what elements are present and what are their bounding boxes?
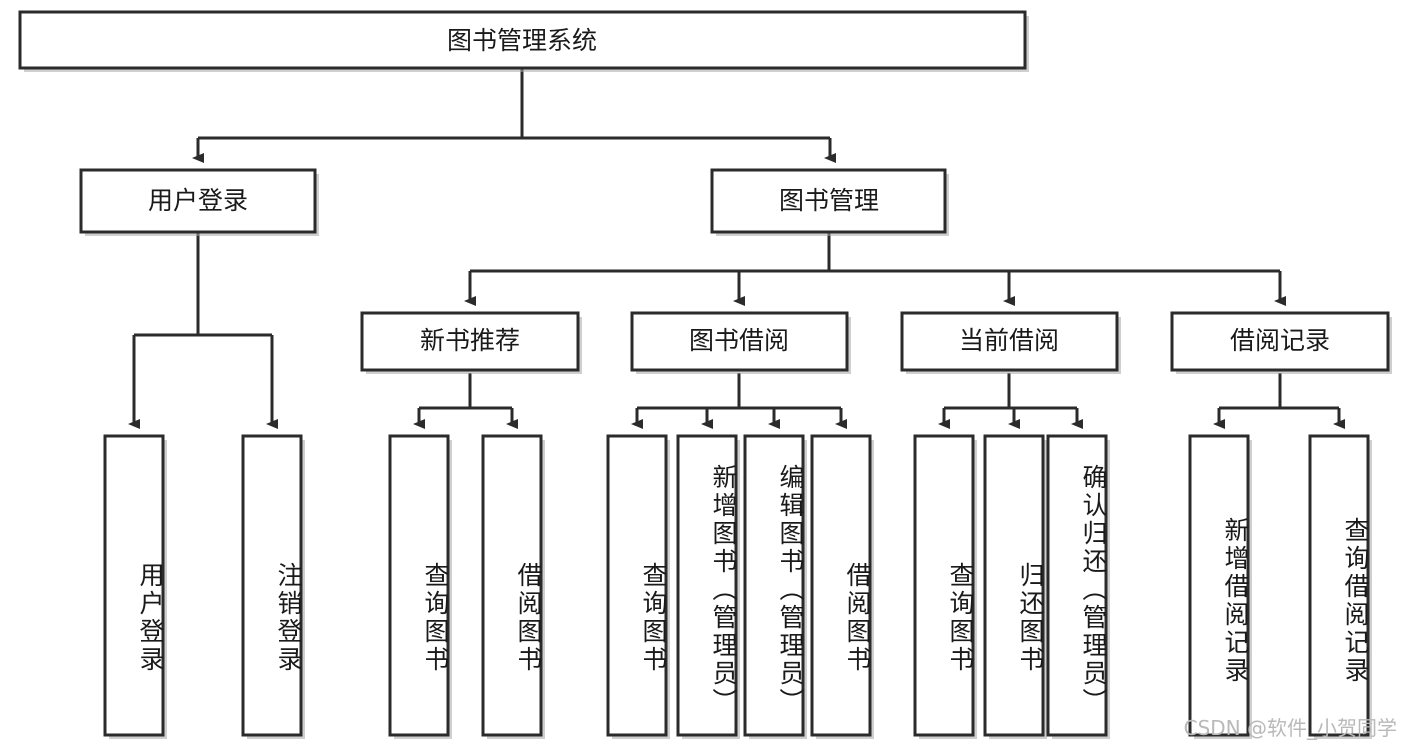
leaf-label-edit-book: 编辑图书（管理员） xyxy=(776,463,805,716)
leaf-label-add-record: 新增借阅记录 xyxy=(1221,516,1250,685)
node-root-label: 图书管理系统 xyxy=(447,26,597,55)
leaf-label-borrow-book-2: 借阅图书 xyxy=(843,561,872,674)
node-new-book-recommend[interactable]: 新书推荐 xyxy=(360,311,582,374)
node-book-borrow-label: 图书借阅 xyxy=(689,326,789,355)
node-root[interactable]: 图书管理系统 xyxy=(18,10,1029,72)
leaf-label-user-login: 用户登录 xyxy=(136,561,165,674)
node-book-manage-label: 图书管理 xyxy=(779,186,879,215)
leaf-box-query-book-1[interactable] xyxy=(388,434,452,739)
leaf-box-add-book[interactable] xyxy=(676,434,740,739)
leaf-box-user-login[interactable] xyxy=(103,434,167,739)
node-new-book-recommend-label: 新书推荐 xyxy=(420,326,520,355)
leaf-box-return-book[interactable] xyxy=(983,434,1047,739)
leaf-label-query-book-2: 查询图书 xyxy=(639,561,668,674)
leaf-box-edit-book[interactable] xyxy=(743,434,807,739)
connectors-layer xyxy=(128,68,1345,429)
node-borrow-record[interactable]: 借阅记录 xyxy=(1170,311,1392,374)
node-book-manage[interactable]: 图书管理 xyxy=(710,168,949,236)
node-book-borrow[interactable]: 图书借阅 xyxy=(630,311,851,374)
leaf-label-confirm-return: 确认归还（管理员） xyxy=(1079,463,1108,716)
leaf-label-add-book: 新增图书（管理员） xyxy=(709,463,738,716)
leaf-box-confirm-return[interactable] xyxy=(1046,434,1110,739)
leaf-label-logout-login: 注销登录 xyxy=(274,561,303,674)
leaf-box-logout-login[interactable] xyxy=(241,434,305,739)
leaf-box-query-book-2[interactable] xyxy=(606,434,670,739)
node-current-borrow-label: 当前借阅 xyxy=(959,326,1059,355)
leaf-label-return-book: 归还图书 xyxy=(1016,561,1045,674)
node-user-login-label: 用户登录 xyxy=(148,186,248,215)
leaf-label-query-record: 查询借阅记录 xyxy=(1341,516,1370,685)
leaf-box-add-record[interactable] xyxy=(1188,434,1252,739)
leaf-box-borrow-book-1[interactable] xyxy=(481,434,545,739)
leaf-label-borrow-book-1: 借阅图书 xyxy=(514,561,543,674)
node-borrow-record-label: 借阅记录 xyxy=(1230,326,1330,355)
leaf-label-query-book-3: 查询图书 xyxy=(946,561,975,674)
leaf-boxes-layer xyxy=(103,434,1372,739)
leaf-box-borrow-book-2[interactable] xyxy=(810,434,874,739)
leaf-box-query-record[interactable] xyxy=(1308,434,1372,739)
node-user-login[interactable]: 用户登录 xyxy=(79,168,319,236)
leaf-label-query-book-1: 查询图书 xyxy=(421,561,450,674)
leaf-box-query-book-3[interactable] xyxy=(913,434,977,739)
node-current-borrow[interactable]: 当前借阅 xyxy=(900,311,1121,374)
csdn-watermark: CSDN @软件_小贺同学 xyxy=(1183,716,1397,740)
